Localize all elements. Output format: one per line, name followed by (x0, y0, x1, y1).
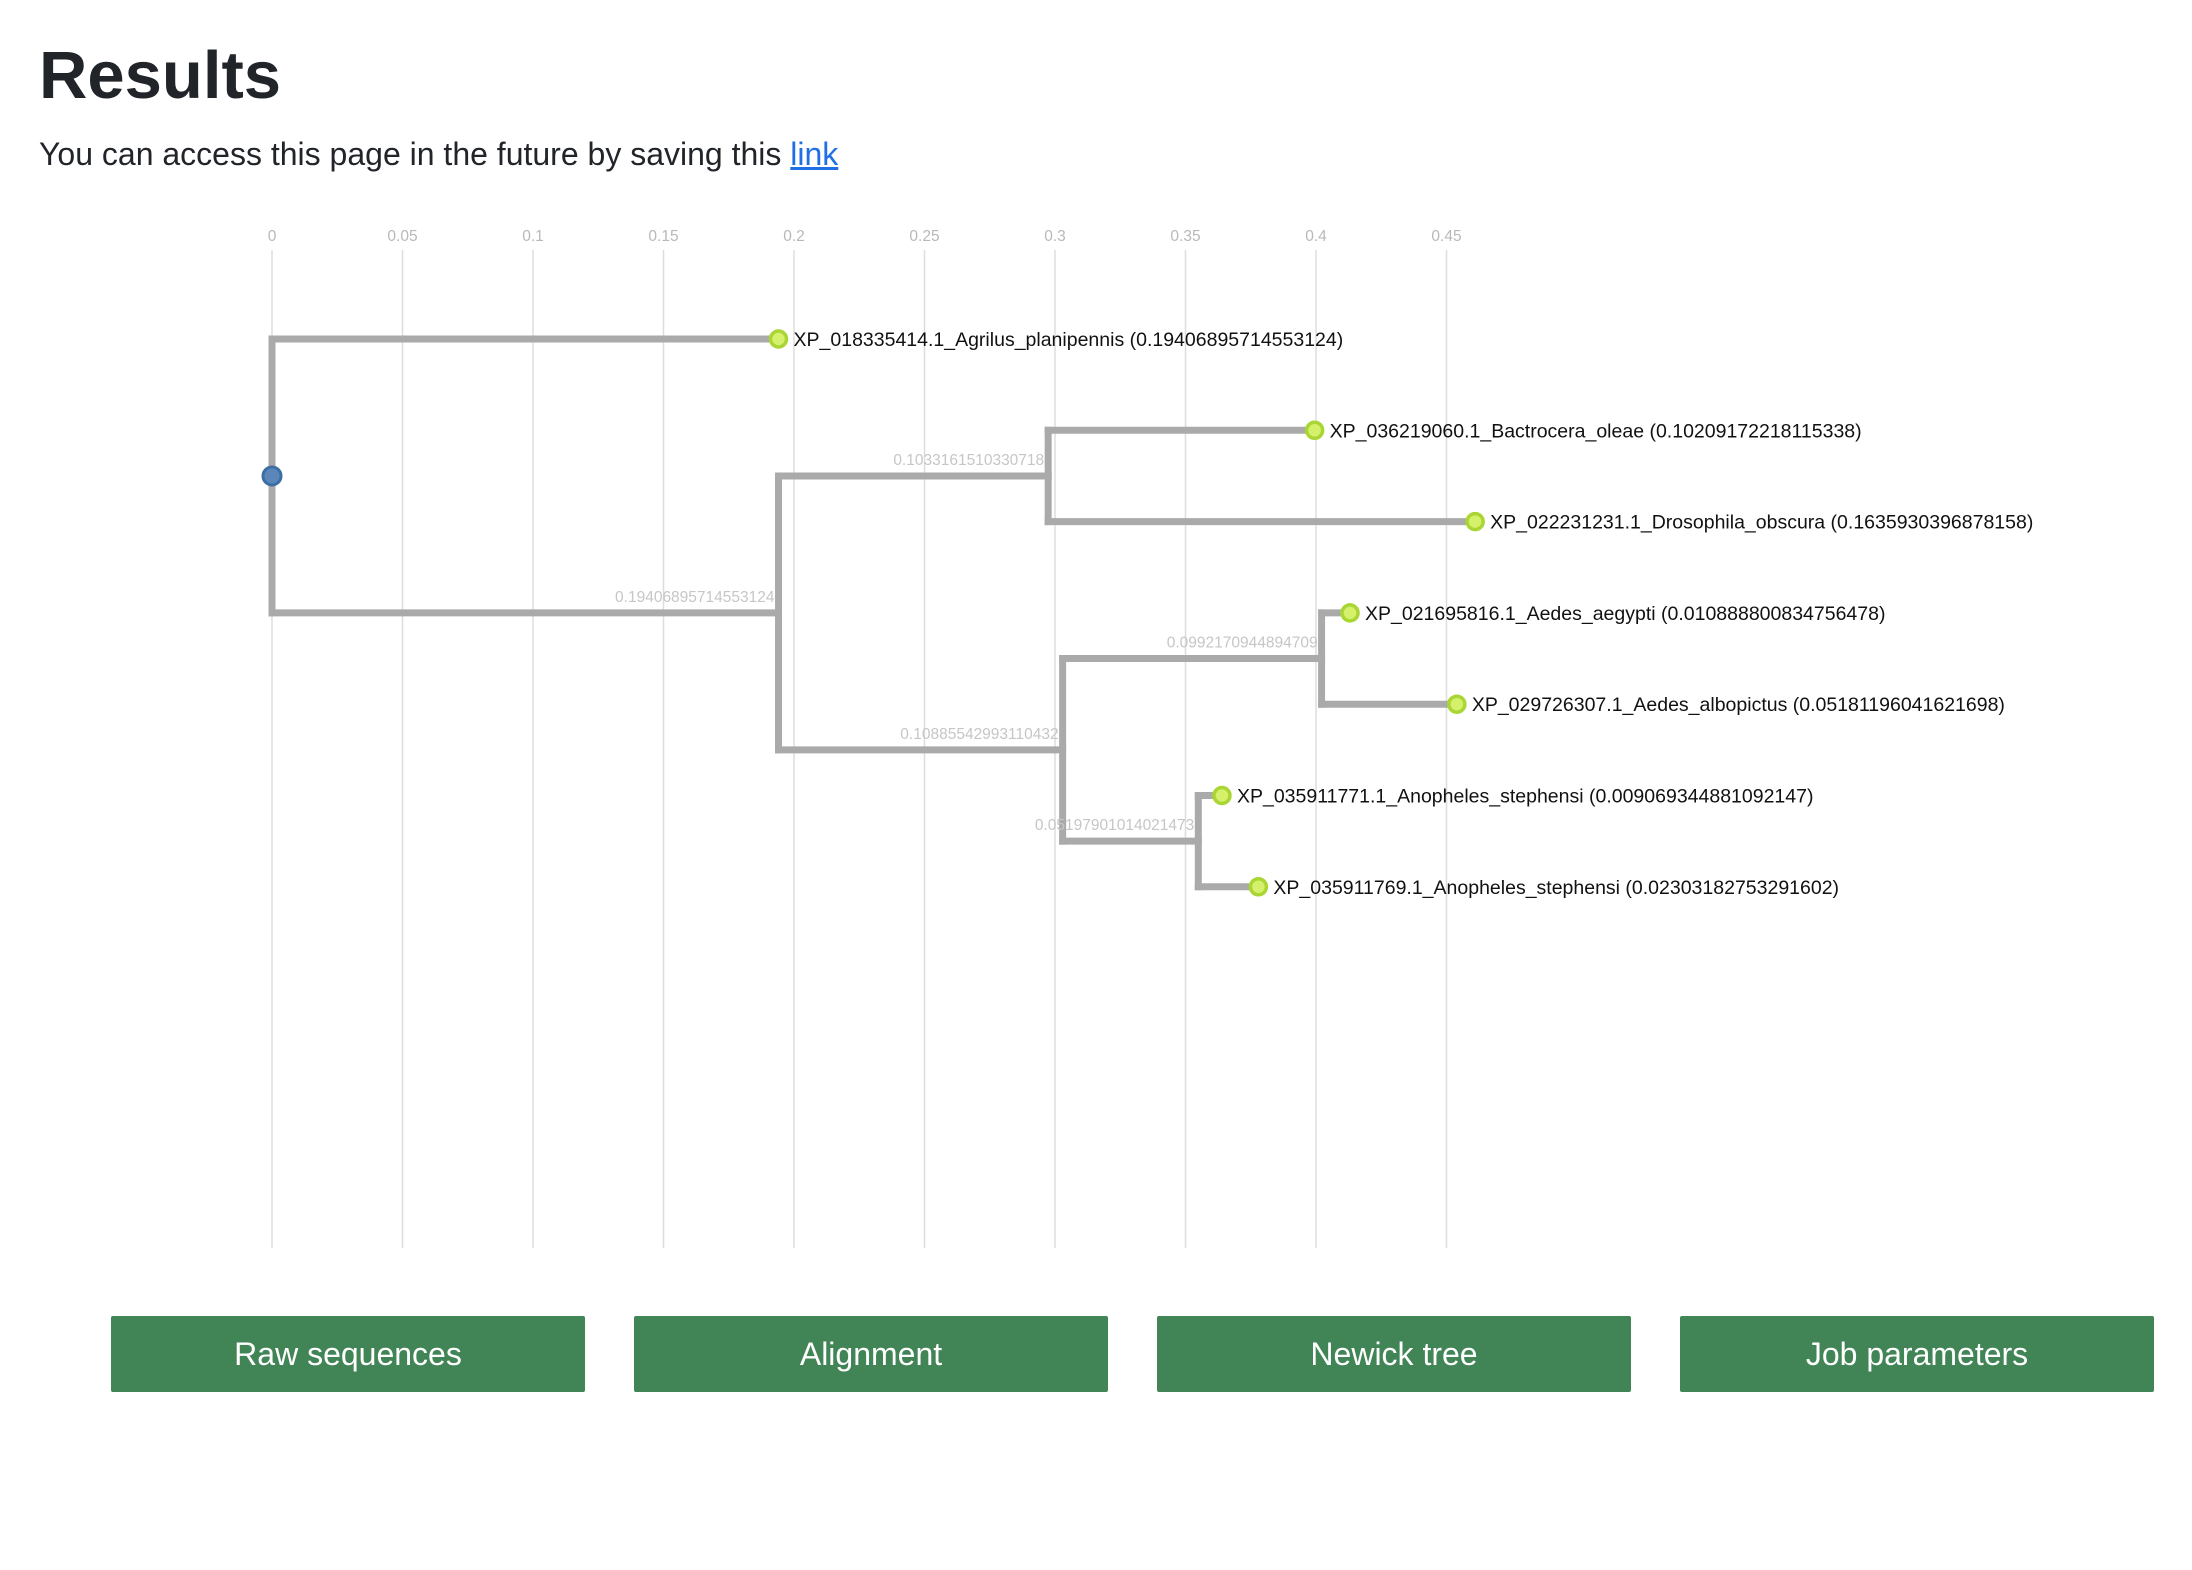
leaf-node[interactable] (1447, 694, 1467, 714)
branch-length-label: 0.10885542993110432 (900, 726, 1058, 743)
leaf-label: XP_036219060.1_Bactrocera_oleae (0.10209… (1330, 420, 1862, 442)
leaf-node[interactable] (1248, 877, 1269, 897)
branch-length-label: 0.1033161510330718 (893, 452, 1044, 469)
leaf-label: XP_035911771.1_Anopheles_stephensi (0.00… (1237, 786, 1813, 808)
leaf-label: XP_018335414.1_Agrilus_planipennis (0.19… (794, 329, 1344, 351)
axis-tick-label: 0.1 (522, 228, 544, 245)
root-node[interactable] (261, 465, 283, 487)
leaf-node[interactable] (768, 329, 789, 349)
page-subtitle: You can access this page in the future b… (39, 132, 838, 176)
tree-branches (268, 335, 1479, 891)
leaf-label: XP_021695816.1_Aedes_aegypti (0.01088880… (1365, 603, 1885, 625)
leaf-label: XP_035911769.1_Anopheles_stephensi (0.02… (1273, 877, 1839, 899)
axis-tick-label: 0.35 (1170, 228, 1200, 245)
newick-tree-button[interactable]: Newick tree (1157, 1316, 1631, 1392)
leaf-node[interactable] (1340, 603, 1360, 623)
permalink-link[interactable]: link (790, 136, 839, 172)
branch-length-label: 0.0992170944894709 (1167, 635, 1318, 652)
axis-tick-label: 0.3 (1044, 228, 1066, 245)
tree-labels: XP_018335414.1_Agrilus_planipennis (0.19… (615, 329, 2033, 899)
raw-sequences-button[interactable]: Raw sequences (111, 1316, 585, 1392)
tree-nodes (261, 329, 1485, 897)
axis-tick-label: 0.25 (909, 228, 939, 245)
leaf-node[interactable] (1304, 420, 1325, 441)
alignment-button[interactable]: Alignment (634, 1316, 1108, 1392)
leaf-node[interactable] (1465, 511, 1485, 532)
axis-tick-label: 0.05 (387, 228, 417, 245)
job-parameters-button[interactable]: Job parameters (1680, 1316, 2154, 1392)
subtitle-text: You can access this page in the future b… (39, 136, 782, 172)
axis-tick-label: 0.2 (783, 228, 805, 245)
axis-grid: 0 0.05 0.1 0.15 0.2 0.25 0.3 0.35 0.4 0.45 (268, 228, 1462, 1248)
axis-tick-label: 0.15 (648, 228, 678, 245)
leaf-label: XP_022231231.1_Drosophila_obscura (0.163… (1490, 512, 2033, 534)
leaf-node[interactable] (1212, 785, 1232, 806)
axis-tick-label: 0 (268, 228, 277, 245)
page-title: Results (39, 38, 282, 113)
branch-length-label: 0.05197901014021473 (1035, 817, 1194, 834)
phylogenetic-tree: 0 0.05 0.1 0.15 0.2 0.25 0.3 0.35 0.4 0.45 XP_018… (261, 228, 2033, 1248)
axis-tick-label: 0.45 (1431, 228, 1461, 245)
axis-tick-label: 0.4 (1305, 228, 1327, 245)
leaf-label: XP_029726307.1_Aedes_albopictus (0.05181… (1472, 694, 2005, 716)
branch-length-label: 0.19406895714553124 (615, 589, 775, 606)
